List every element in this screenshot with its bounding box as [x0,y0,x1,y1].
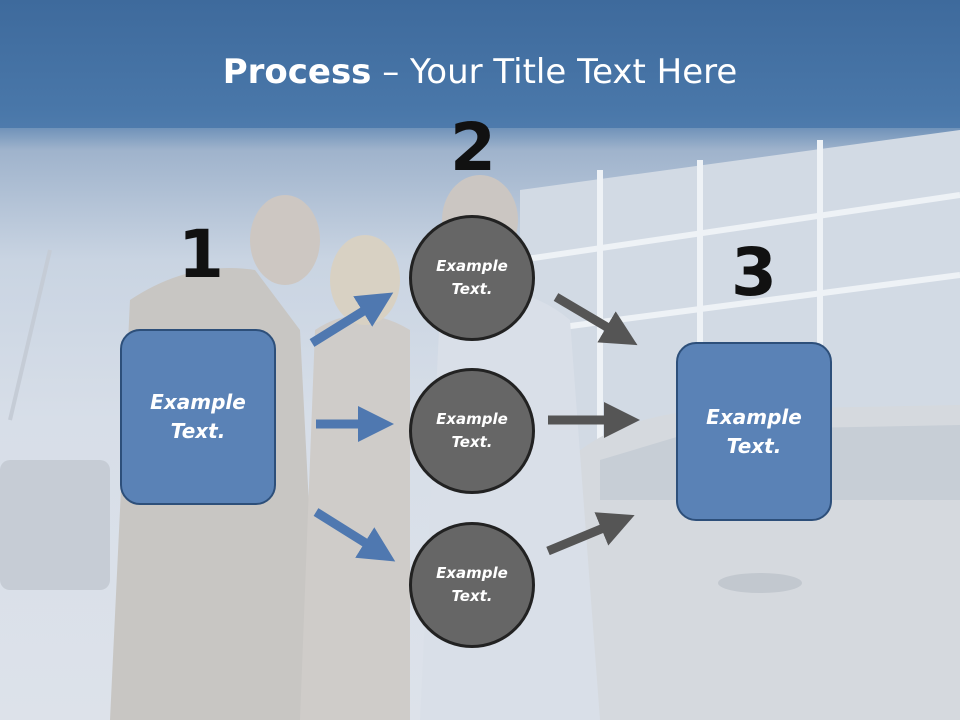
circle-top-line-2: Text. [451,280,493,298]
page-title: Process – Your Title Text Here [0,52,960,92]
right-box-line-2: Text. [726,433,782,458]
circle-middle-line-1: Example [436,410,508,428]
circle-middle-line-2: Text. [451,433,493,451]
title-bold: Process [222,52,372,92]
circle-middle: Example Text. [409,368,535,494]
circle-bottom-line-1: Example [436,564,508,582]
arrow-gray-up [546,512,635,556]
circle-top-line-1: Example [436,257,508,275]
arrow-blue-down [313,508,396,562]
title-rest: – Your Title Text Here [371,52,738,92]
left-box-line-2: Text. [170,419,226,443]
right-box-line-1: Example [706,404,802,429]
left-text-box: Example Text. [120,329,276,505]
step-number-1: 1 [178,216,224,293]
arrow-blue-up [309,292,394,347]
step-number-2: 2 [450,109,496,186]
left-box-line-1: Example [150,390,246,414]
circle-top: Example Text. [409,215,535,341]
right-text-box: Example Text. [676,342,832,521]
circle-bottom-line-2: Text. [451,587,493,605]
title-band [0,0,960,128]
arrow-gray-down [553,293,638,346]
step-number-3: 3 [731,234,777,311]
circle-bottom: Example Text. [409,522,535,648]
